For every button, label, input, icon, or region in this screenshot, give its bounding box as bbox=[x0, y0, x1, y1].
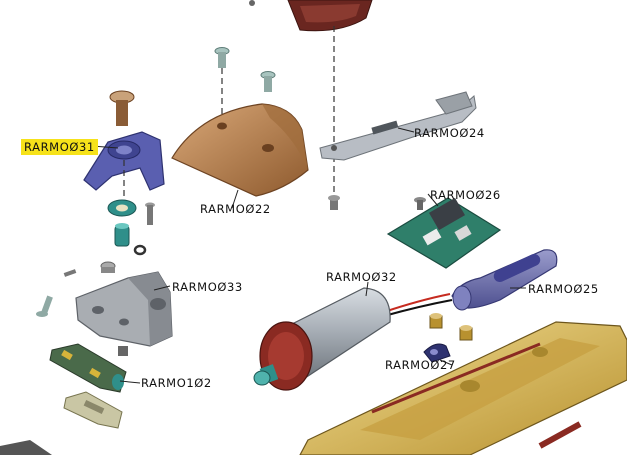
part-label-rarmo031: RARMOØ31 bbox=[21, 139, 98, 155]
part-label-rarmo024: RARMOØ24 bbox=[414, 126, 485, 140]
purple-grip-part bbox=[451, 249, 558, 311]
screw-part bbox=[214, 47, 230, 68]
teal-bushing-part bbox=[107, 199, 137, 247]
yellow-body-part bbox=[299, 321, 627, 455]
part-label-rarmo033: RARMOØ33 bbox=[172, 280, 243, 294]
part-label-rarmo027: RARMOØ27 bbox=[385, 358, 456, 372]
cable-clip-part bbox=[423, 343, 451, 363]
grey-housing-part bbox=[75, 271, 173, 347]
control-board-part bbox=[386, 197, 502, 269]
brass-insert-part bbox=[429, 313, 443, 329]
motor-part bbox=[253, 287, 391, 391]
bronze-cover-part bbox=[171, 103, 309, 197]
washer-part bbox=[133, 244, 147, 256]
bottom-edge-part bbox=[0, 440, 52, 455]
part-label-rarmo025: RARMOØ25 bbox=[528, 282, 599, 296]
metal-clip-part bbox=[63, 391, 123, 429]
part-label-rarmo026: RARMOØ26 bbox=[430, 188, 501, 202]
part-label-rarmo022: RARMOØ22 bbox=[200, 202, 271, 216]
top-cap-part bbox=[249, 0, 373, 32]
screw-part bbox=[36, 295, 53, 317]
screw-part bbox=[260, 71, 276, 92]
part-label-rarmo032: RARMOØ32 bbox=[326, 270, 397, 284]
red-wire bbox=[383, 293, 451, 313]
screw-part bbox=[118, 346, 128, 356]
black-wire bbox=[383, 299, 453, 317]
screw-part bbox=[328, 195, 340, 210]
small-pcb-part bbox=[49, 343, 127, 393]
part-label-rarmo102: RARMO1Ø2 bbox=[141, 376, 212, 390]
screw-part bbox=[145, 202, 155, 225]
slider-plate-part bbox=[319, 91, 477, 161]
screw-part bbox=[63, 269, 77, 277]
brass-insert-part bbox=[459, 325, 473, 341]
screw-part bbox=[100, 261, 116, 273]
leader-lines bbox=[91, 127, 526, 384]
